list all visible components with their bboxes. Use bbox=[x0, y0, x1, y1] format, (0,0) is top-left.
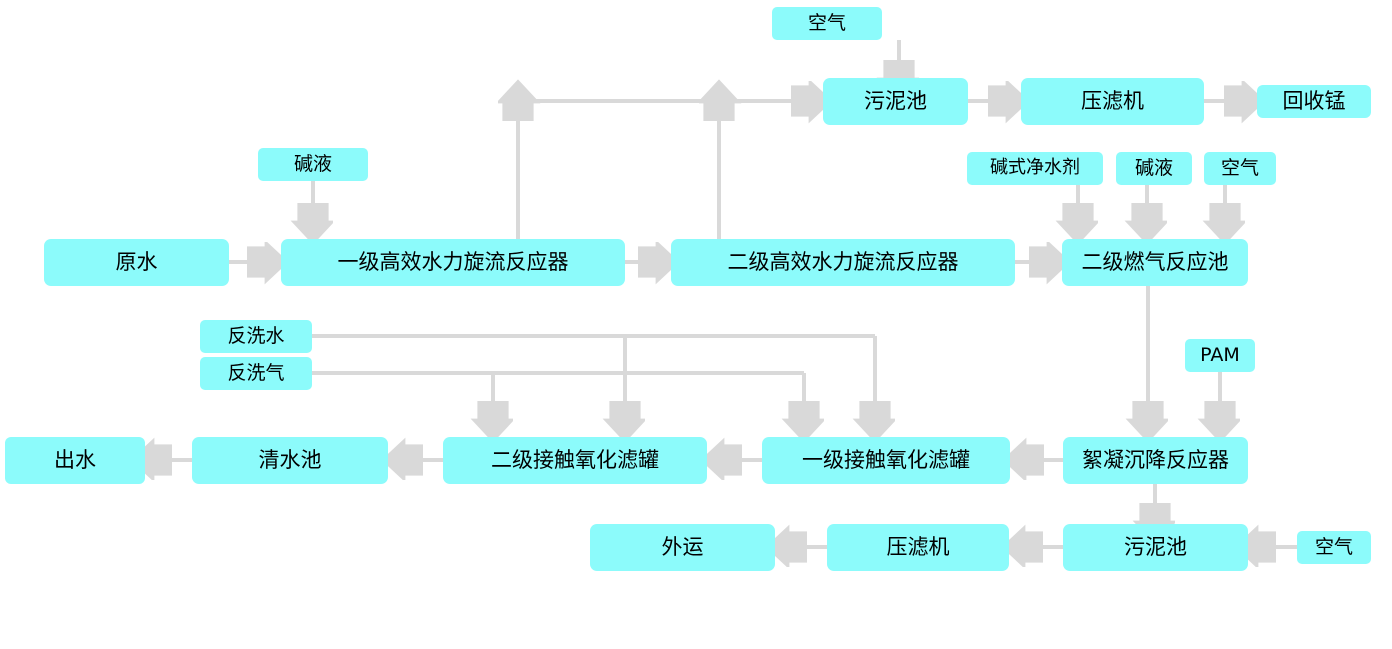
node-sludge-pool-top[interactable]: 污泥池 bbox=[823, 78, 968, 125]
node-hydrocyclone-reactor-stage2[interactable]: 二级高效水力旋流反应器 bbox=[671, 239, 1015, 286]
node-contact-oxidation-filter-stage2[interactable]: 二级接触氧化滤罐 bbox=[443, 437, 707, 484]
node-label: 一级高效水力旋流反应器 bbox=[337, 250, 569, 275]
node-label: 反洗水 bbox=[227, 324, 285, 347]
node-label: 二级高效水力旋流反应器 bbox=[727, 250, 959, 275]
node-contact-oxidation-filter-stage1[interactable]: 一级接触氧化滤罐 bbox=[762, 437, 1010, 484]
node-pam[interactable]: PAM bbox=[1185, 339, 1255, 372]
node-backwash-water[interactable]: 反洗水 bbox=[200, 320, 312, 353]
node-basic-water-purifier[interactable]: 碱式净水剂 bbox=[967, 152, 1103, 185]
node-label: 二级接触氧化滤罐 bbox=[491, 448, 659, 473]
node-alkali-solution-1[interactable]: 碱液 bbox=[258, 148, 368, 181]
node-hydrocyclone-reactor-stage1[interactable]: 一级高效水力旋流反应器 bbox=[281, 239, 625, 286]
node-label: 空气 bbox=[1314, 535, 1353, 558]
node-recover-manganese[interactable]: 回收锰 bbox=[1257, 85, 1371, 118]
node-filter-press-top[interactable]: 压滤机 bbox=[1021, 78, 1204, 125]
node-label: 污泥池 bbox=[1124, 535, 1187, 560]
node-label: 一级接触氧化滤罐 bbox=[802, 448, 970, 473]
node-label: 压滤机 bbox=[1081, 89, 1144, 114]
node-label: 碱式净水剂 bbox=[990, 157, 1080, 179]
node-effluent[interactable]: 出水 bbox=[5, 437, 145, 484]
node-filter-press-bottom[interactable]: 压滤机 bbox=[827, 524, 1009, 571]
node-gas-reaction-tank-stage2[interactable]: 二级燃气反应池 bbox=[1062, 239, 1248, 286]
node-flocculation-settling-reactor[interactable]: 絮凝沉降反应器 bbox=[1063, 437, 1248, 484]
node-label: 回收锰 bbox=[1282, 89, 1346, 114]
node-air-2[interactable]: 空气 bbox=[1204, 152, 1276, 185]
node-backwash-air[interactable]: 反洗气 bbox=[200, 357, 312, 390]
node-label: 清水池 bbox=[258, 448, 322, 473]
node-clear-water-pool[interactable]: 清水池 bbox=[192, 437, 388, 484]
node-label: 碱液 bbox=[1134, 156, 1173, 179]
node-label: 原水 bbox=[115, 250, 158, 275]
node-label: 絮凝沉降反应器 bbox=[1082, 448, 1229, 473]
node-label: 出水 bbox=[54, 448, 96, 473]
node-label: 碱液 bbox=[293, 152, 332, 175]
node-alkali-solution-2[interactable]: 碱液 bbox=[1116, 152, 1192, 185]
node-haul-away[interactable]: 外运 bbox=[590, 524, 775, 571]
node-label: 反洗气 bbox=[227, 361, 285, 384]
node-label: 污泥池 bbox=[864, 89, 927, 114]
node-label: 二级燃气反应池 bbox=[1081, 250, 1229, 275]
node-label: PAM bbox=[1200, 343, 1240, 366]
node-label: 空气 bbox=[1220, 156, 1259, 179]
node-label: 外运 bbox=[661, 535, 704, 560]
node-label: 压滤机 bbox=[886, 535, 950, 560]
node-label: 空气 bbox=[807, 11, 846, 34]
node-raw-water[interactable]: 原水 bbox=[44, 239, 229, 286]
node-air-bottom[interactable]: 空气 bbox=[1297, 531, 1371, 564]
node-sludge-pool-bottom[interactable]: 污泥池 bbox=[1063, 524, 1248, 571]
node-air-top[interactable]: 空气 bbox=[772, 7, 882, 40]
